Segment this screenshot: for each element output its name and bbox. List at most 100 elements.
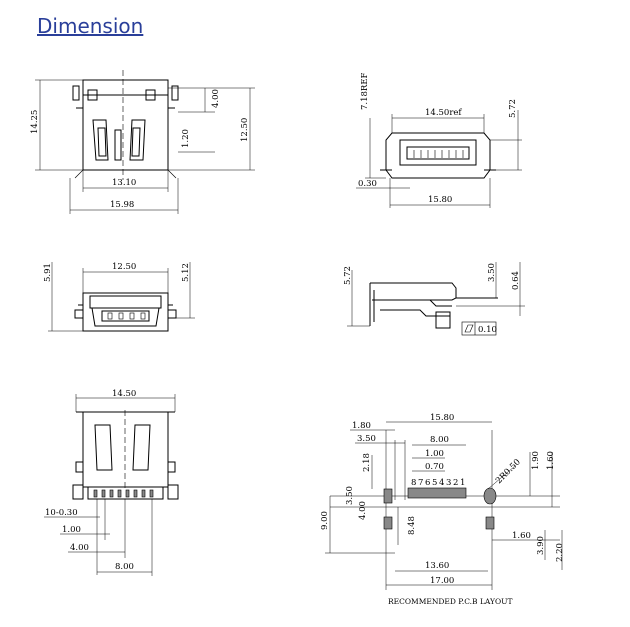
dim-label: 8.00 (115, 562, 134, 572)
dim-label: 4.00 (211, 89, 221, 108)
front-foot (167, 309, 177, 319)
dim-label: 14.50ref (425, 108, 462, 118)
dim-label: 1.60 (546, 451, 556, 470)
side-spring (380, 299, 452, 307)
dim-label: 5.72 (508, 99, 518, 118)
dim-label: 1.60 (512, 531, 531, 541)
side-top-tongue (406, 146, 470, 160)
pcb-pad-shield (485, 516, 495, 530)
pcb-pin-label: 8 (411, 478, 416, 488)
bottom-pin-row (87, 486, 164, 500)
dim-label: 9.00 (320, 511, 330, 530)
bottom-spring (94, 424, 113, 471)
dim-label: 15.80 (428, 195, 452, 205)
dim-label: 13.60 (425, 561, 449, 571)
side-top-opening (399, 139, 477, 166)
top-view-leg (167, 169, 177, 179)
dim-label: 4.00 (358, 501, 368, 520)
front-tongue (101, 310, 150, 322)
dim-label: 0.70 (425, 462, 444, 472)
bottom-spring (132, 424, 151, 471)
pcb-layout: 8 7 6 5 4 3 2 1 15.80 1.80 3.50 8.00 1.0… (320, 413, 565, 606)
side-view: 0.10 5.72 3.50 0.64 (343, 262, 525, 336)
pcb-pad-slot (483, 487, 497, 505)
front-contacts (107, 312, 146, 320)
dim-label: 3.50 (357, 434, 376, 444)
pcb-pin-labels: 8 7 6 5 4 3 2 1 (411, 478, 465, 488)
dim-label: 5.91 (43, 263, 53, 282)
front-foot (74, 309, 84, 319)
pcb-pad-shield (383, 516, 393, 530)
bottom-pins (93, 489, 154, 498)
dim-label: 0.30 (358, 179, 377, 189)
dim-label: 1.90 (531, 451, 541, 470)
leader-line (487, 465, 516, 490)
dim-label: 4.00 (70, 543, 89, 553)
side-contact (380, 309, 450, 317)
page-title[interactable]: Dimension (37, 14, 144, 38)
top-view-spring (129, 119, 146, 161)
side-leg (435, 311, 451, 329)
bottom-side-tab (75, 461, 84, 473)
top-view-center-tongue (114, 129, 122, 161)
dim-label: 15.80 (430, 413, 454, 423)
top-view: 14.25 4.00 1.20 12.50 13.10 15.98 (30, 70, 255, 214)
top-view-spring-inner (97, 127, 107, 157)
dim-label: 5.12 (181, 263, 191, 282)
flatness-icon (464, 324, 474, 333)
dim-label: 3.50 (345, 486, 355, 505)
dim-label: 2.20 (555, 543, 565, 562)
pcb-pin-label: 7 (418, 478, 423, 488)
dim-label: 8.48 (407, 516, 417, 535)
bottom-peg (72, 484, 84, 500)
dim-label: 2.18 (362, 453, 372, 472)
top-view-latch (87, 89, 98, 101)
dim-label: 1.80 (352, 421, 371, 431)
top-view-tab (72, 85, 80, 101)
pcb-pin-label: 1 (460, 478, 465, 488)
top-view-spring-inner (131, 127, 141, 157)
front-cavity (91, 307, 160, 327)
dim-label: 1.00 (425, 449, 444, 459)
pcb-pin-label: 6 (425, 478, 430, 488)
top-view-leg (74, 169, 84, 179)
pcb-pin-label: 2 (453, 478, 458, 488)
dim-label: 14.25 (30, 110, 40, 134)
front-view: 12.50 5.91 5.12 (43, 262, 195, 332)
dim-label: 13.10 (112, 178, 136, 188)
dim-label: 1.20 (181, 129, 191, 148)
pcb-caption: RECOMMENDED P.C.B LAYOUT (388, 597, 512, 606)
dim-label: 0.10 (478, 325, 497, 335)
side-top-pins (413, 150, 464, 158)
bottom-view: 14.50 10-0.30 1.00 4.00 8.00 (44, 389, 179, 576)
dim-label: 2R0.50 (494, 457, 523, 486)
side-top-view: 7.18REF 14.50ref 5.72 0.30 15.80 (356, 72, 522, 208)
dim-label: 7.18REF (360, 72, 370, 110)
dim-label: 17.00 (430, 576, 454, 586)
dim-label: 14.50 (112, 389, 136, 399)
dim-label: 15.98 (110, 200, 134, 210)
top-view-tab (171, 85, 179, 101)
pcb-pad-row (407, 487, 467, 499)
dim-label: 12.50 (240, 118, 250, 142)
side-top-body (385, 132, 491, 179)
flatness-frame (461, 321, 497, 336)
bottom-peg (167, 484, 179, 500)
top-view-spring (92, 119, 109, 161)
front-body (82, 292, 169, 332)
dim-label: 10-0.30 (45, 508, 78, 518)
pcb-pin-label: 3 (446, 478, 451, 488)
dim-label: 3.90 (536, 536, 546, 555)
dim-label: 1.00 (62, 525, 81, 535)
side-shell (370, 282, 457, 301)
front-top-slot (89, 295, 162, 309)
dim-label: 12.50 (112, 262, 136, 272)
pcb-pin-label: 4 (439, 478, 444, 488)
dim-label: 3.50 (487, 263, 497, 282)
top-view-latch (145, 89, 156, 101)
pcb-pin-label: 5 (432, 478, 437, 488)
dim-label: 0.64 (511, 271, 521, 290)
dim-label: 8.00 (430, 435, 449, 445)
pcb-pad-shield (383, 488, 393, 504)
